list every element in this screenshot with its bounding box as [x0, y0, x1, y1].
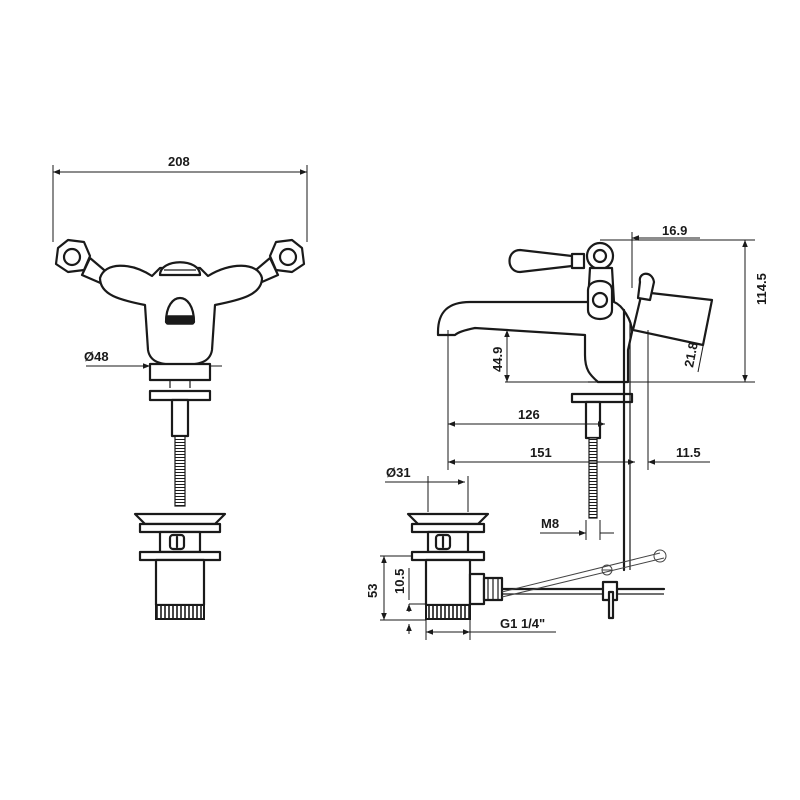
- dim-waste-thread: G1 1/4": [500, 616, 545, 631]
- front-waste: [133, 512, 227, 620]
- dim-base-diameter: Ø48: [84, 349, 109, 364]
- dim-lever-angle: 21.8: [681, 341, 701, 369]
- dim-total-reach: 151: [530, 445, 552, 460]
- side-waste: [406, 512, 504, 620]
- dim-handle-offset: 16.9: [662, 223, 687, 238]
- popup-lever: [631, 272, 714, 347]
- dimension-labels: 208 Ø48 16.9 114.5 44.9 21.8 126 151 11.…: [84, 154, 769, 631]
- dim-rod-thread: M8: [541, 516, 559, 531]
- dim-spout-reach: 126: [518, 407, 540, 422]
- right-handle: [268, 238, 306, 274]
- dim-total-width: 208: [168, 154, 190, 169]
- dim-spout-height: 44.9: [490, 347, 505, 372]
- dim-rod-offset: 11.5: [676, 445, 701, 460]
- left-handle: [54, 238, 92, 274]
- dim-waste-diameter: Ø31: [386, 465, 411, 480]
- dim-waste-height: 53: [365, 584, 380, 598]
- lever-handle: [508, 241, 615, 274]
- dim-waste-upper: 10.5: [392, 569, 407, 594]
- dim-overall-height: 114.5: [754, 273, 769, 305]
- front-view: [52, 165, 308, 620]
- side-view: [380, 232, 755, 640]
